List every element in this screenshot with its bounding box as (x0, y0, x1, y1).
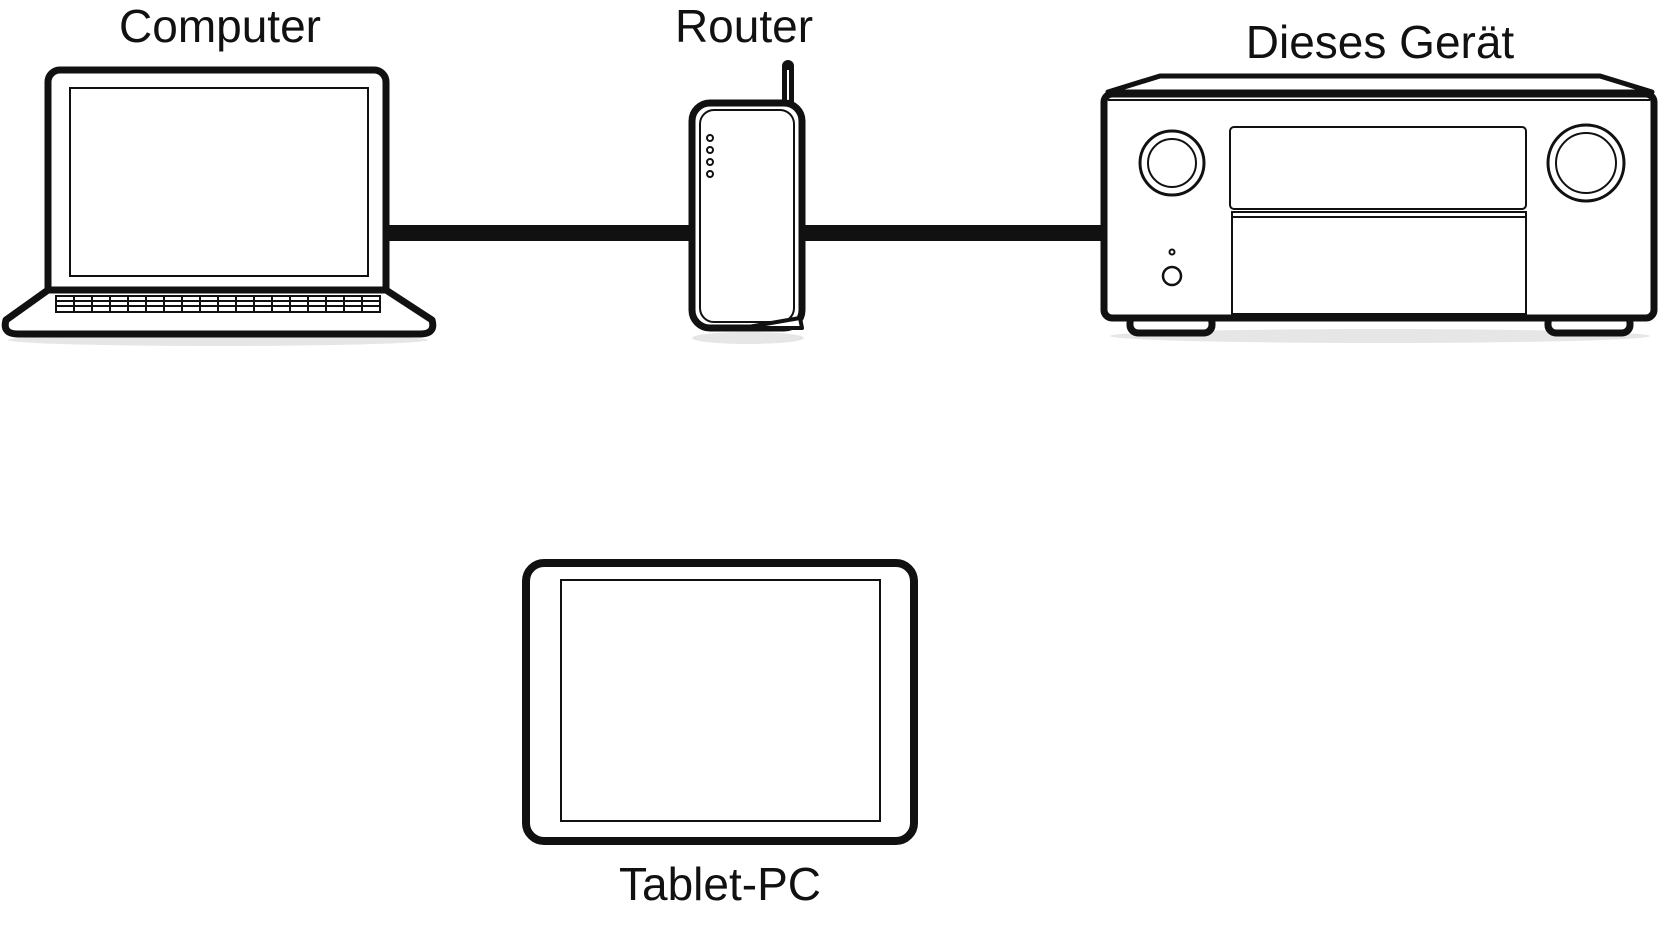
keyboard-grid (55, 295, 381, 313)
av-receiver-icon (1100, 73, 1658, 343)
router-icon (688, 60, 806, 344)
computer-label: Computer (119, 0, 321, 52)
laptop-icon (1, 66, 437, 346)
tablet-icon (522, 559, 918, 845)
router-label: Router (675, 0, 813, 52)
device-label: Dieses Gerät (1246, 16, 1515, 68)
tablet-label: Tablet-PC (619, 858, 821, 910)
